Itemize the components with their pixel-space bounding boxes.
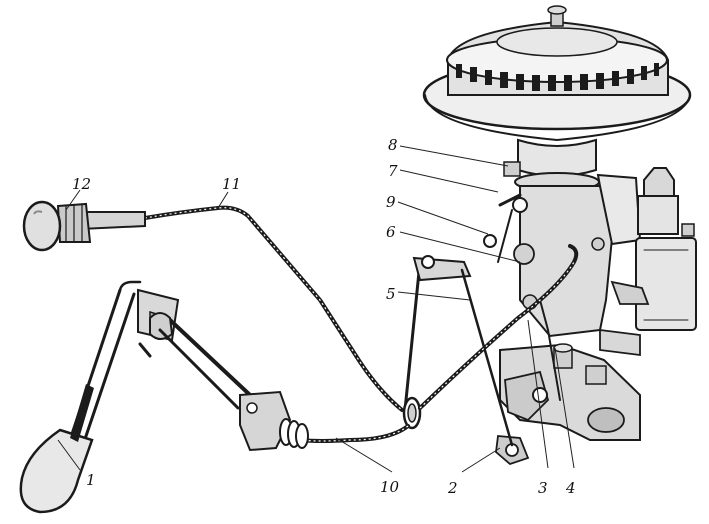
leader-lines bbox=[57, 145, 575, 473]
label-6: 6 bbox=[386, 223, 396, 241]
label-8: 8 bbox=[388, 136, 398, 154]
choke-knob bbox=[22, 200, 146, 252]
throttle-rod bbox=[403, 255, 514, 447]
label-12: 12 bbox=[72, 175, 91, 193]
carb-levers bbox=[483, 161, 561, 466]
air-filter bbox=[422, 5, 692, 192]
label-10: 10 bbox=[380, 478, 400, 496]
label-4: 4 bbox=[565, 479, 576, 497]
label-2: 2 bbox=[447, 479, 458, 497]
air-filter-vents bbox=[456, 63, 659, 91]
throttle-pedal-assembly bbox=[19, 280, 309, 514]
label-11: 11 bbox=[222, 175, 241, 193]
label-1: 1 bbox=[86, 471, 96, 489]
label-3: 3 bbox=[538, 479, 548, 497]
return-spring bbox=[279, 418, 309, 449]
choke-cable bbox=[143, 205, 579, 443]
carburetor-body bbox=[499, 167, 697, 441]
part-labels: 1 2 3 4 5 6 7 8 9 10 11 12 bbox=[72, 136, 576, 497]
label-5: 5 bbox=[386, 285, 396, 303]
label-9: 9 bbox=[386, 193, 396, 211]
label-7: 7 bbox=[388, 162, 398, 180]
